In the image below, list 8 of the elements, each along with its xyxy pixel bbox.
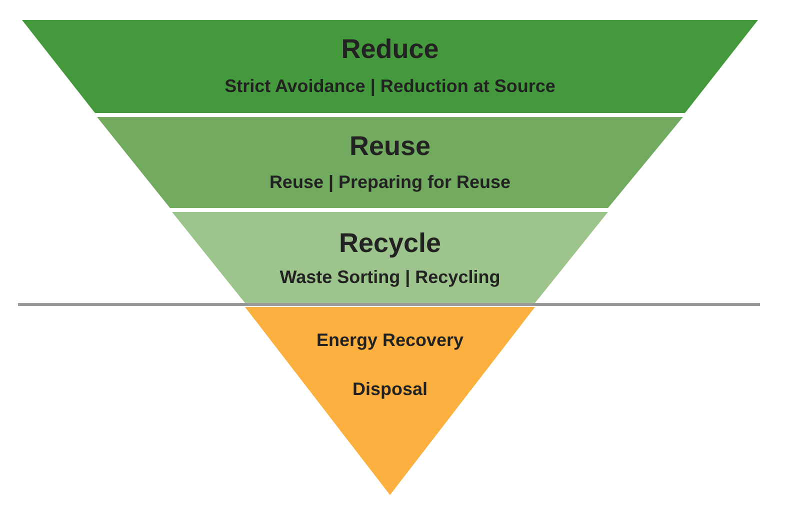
level-heading: Reuse bbox=[349, 131, 431, 162]
level-heading: Recycle bbox=[338, 228, 442, 259]
level-subtitle: Strict Avoidance | Reduction at Source bbox=[224, 76, 556, 97]
level-label: Disposal bbox=[352, 379, 428, 400]
level-subtitle: Waste Sorting | Recycling bbox=[280, 267, 500, 288]
level-heading: Reduce bbox=[341, 34, 439, 65]
level-label: Energy Recovery bbox=[316, 330, 464, 351]
level-subtitle: Reuse | Preparing for Reuse bbox=[269, 172, 511, 193]
